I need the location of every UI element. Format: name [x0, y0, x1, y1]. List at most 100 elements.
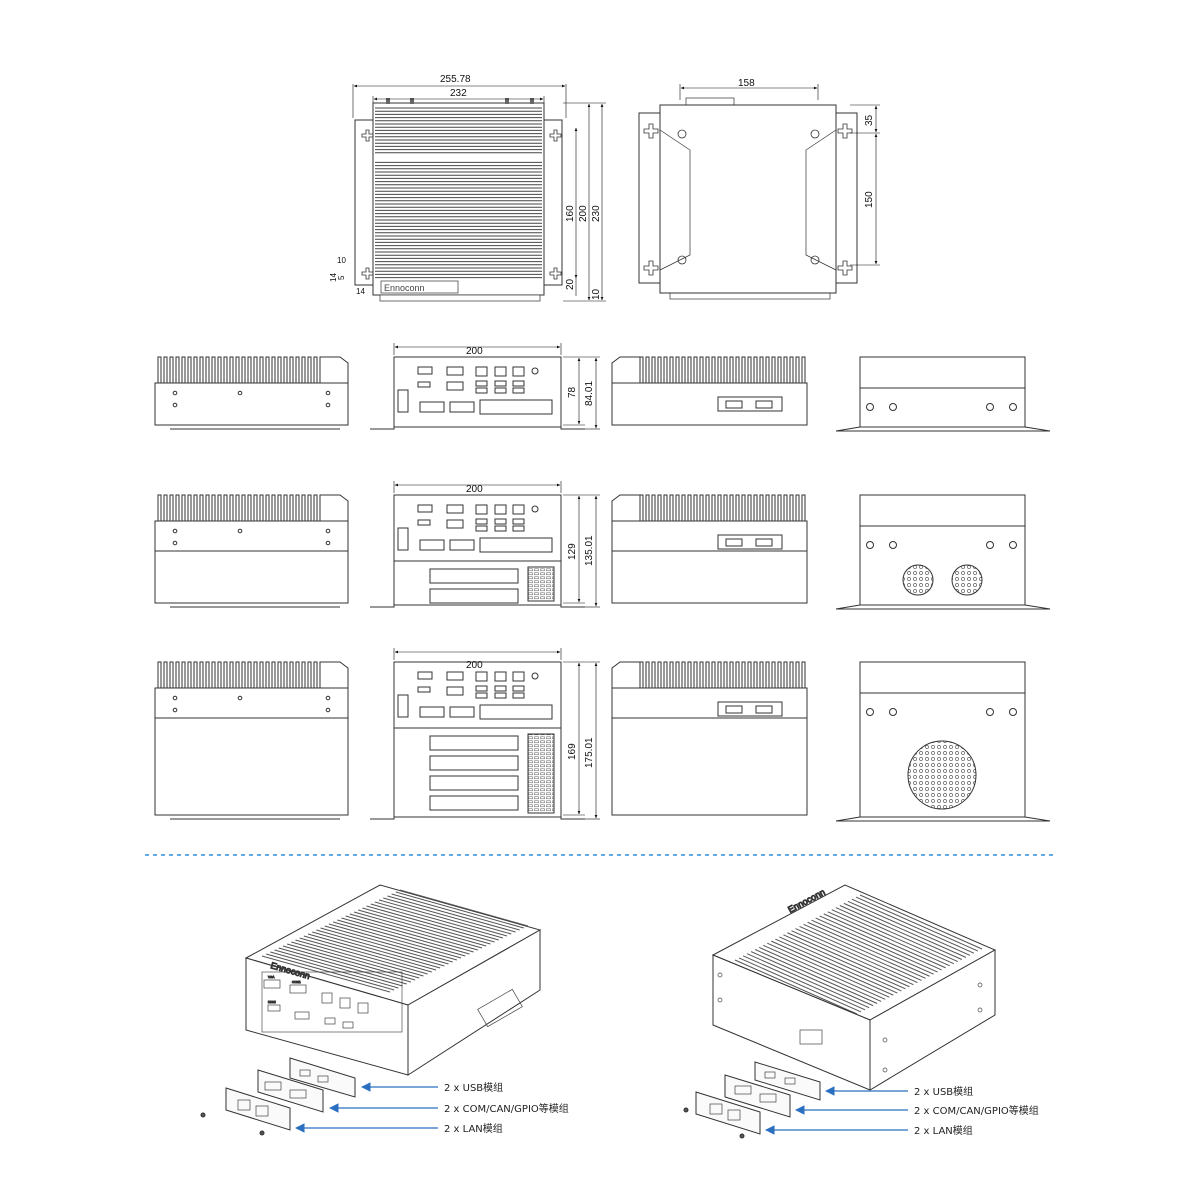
callout-left-usb: 2 x USB模组 — [361, 1081, 503, 1094]
top-view-fins: Ennoconn 255.78 232 160 — [329, 74, 606, 302]
front-view — [370, 356, 585, 430]
power-button-icon — [531, 672, 539, 680]
usb-port-icon — [494, 692, 507, 699]
expansion-module-icon — [479, 399, 553, 415]
antenna-port-icon — [889, 541, 897, 549]
usb-port-icon — [512, 380, 525, 387]
vga-port-icon — [417, 671, 433, 680]
hdmi-port-icon — [417, 519, 431, 526]
com2-port-icon — [446, 519, 464, 529]
dim-slot-14a: 14 — [329, 273, 338, 282]
front-dimensions — [393, 648, 600, 820]
vga-port-icon — [417, 366, 433, 375]
db9-port-icon — [449, 401, 475, 413]
terminal-block-icon — [397, 527, 409, 551]
dim-255-78: 255.78 — [440, 74, 471, 85]
screw-hole-icon — [325, 528, 331, 534]
db9-port-icon — [419, 706, 445, 718]
row-2 — [154, 481, 1051, 610]
port-hdmi-label: HDMI — [268, 1000, 276, 1004]
antenna-connectors — [386, 98, 534, 104]
com2-port-icon — [446, 381, 464, 391]
lan-port-icon — [475, 671, 488, 682]
com1-port-icon — [446, 504, 464, 514]
screw-hole-icon — [325, 402, 331, 408]
pcie-slot-icon — [429, 568, 519, 584]
usb-port-icon — [494, 525, 507, 532]
dim-200: 200 — [578, 205, 589, 222]
vent-grille-icon — [527, 566, 555, 602]
svg-text:2 x LAN模组: 2 x LAN模组 — [444, 1122, 503, 1135]
pcie-slot-icon — [429, 795, 519, 811]
screw-hole-icon — [172, 402, 178, 408]
usb-port-icon — [512, 692, 525, 699]
lan-port-icon — [494, 366, 507, 377]
usb-port-icon — [494, 380, 507, 387]
db9-port-icon — [755, 538, 773, 547]
bottom-view — [638, 84, 880, 300]
db9-port-icon — [755, 400, 773, 409]
dim-158: 158 — [738, 78, 755, 89]
pcie-slot-icon — [429, 735, 519, 751]
vent-grille-icon — [527, 733, 555, 814]
terminal-block-icon — [397, 389, 409, 413]
usb-port-icon — [475, 685, 488, 692]
svg-text:2 x USB模组: 2 x USB模组 — [444, 1081, 503, 1094]
rear-view — [835, 661, 1051, 822]
pcie-slot-icon — [429, 588, 519, 604]
lan-port-icon — [494, 671, 507, 682]
screw-hole-icon — [325, 390, 331, 396]
mount-hole-icon — [643, 123, 853, 276]
usb-port-icon — [494, 387, 507, 394]
dim-150: 150 — [864, 191, 875, 208]
row2-height-outer: 135.01 — [584, 535, 595, 566]
row3-width: 200 — [466, 660, 483, 671]
lan-port-icon — [512, 366, 525, 377]
lan-port-icon — [494, 504, 507, 515]
front-view — [370, 494, 585, 608]
side-io-module-icon — [717, 534, 783, 550]
hdmi-port-icon — [417, 381, 431, 388]
front-dimensions — [393, 481, 600, 608]
rear-view — [835, 494, 1051, 610]
db9-port-icon — [449, 706, 475, 718]
brand-label: Ennoconn — [384, 283, 425, 293]
port-com1-label: COM1 — [292, 980, 301, 984]
dim-232: 232 — [450, 88, 467, 99]
port-icons — [263, 979, 523, 1029]
side-view-left — [154, 661, 349, 820]
side-view-right — [611, 356, 808, 426]
port-vga-label: VGA — [268, 975, 274, 979]
fan-icon — [907, 740, 977, 810]
usb-port-icon — [475, 518, 488, 525]
side-io-module-icon — [717, 396, 783, 412]
dim-slot-14b: 14 — [356, 287, 365, 296]
mount-hole-icon — [717, 972, 983, 1073]
screw-hole-icon — [172, 528, 178, 534]
usb-port-icon — [512, 518, 525, 525]
callout-left-lan: 2 x LAN模组 — [295, 1122, 503, 1135]
row1-height-outer: 84.01 — [584, 381, 595, 406]
antenna-port-icon — [986, 708, 994, 716]
dim-20: 20 — [565, 278, 576, 290]
usb-port-icon — [512, 525, 525, 532]
antenna-port-icon — [889, 708, 897, 716]
vga-port-icon — [417, 504, 433, 513]
row3-height-inner: 169 — [567, 743, 578, 760]
antenna-port-icon — [866, 541, 874, 549]
screw-hole-icon — [325, 707, 331, 713]
screw-icon — [683, 1107, 745, 1139]
usb-port-icon — [494, 518, 507, 525]
screw-hole-icon — [325, 540, 331, 546]
usb-port-icon — [512, 685, 525, 692]
expansion-module-icon — [479, 537, 553, 553]
screw-hole-icon — [172, 390, 178, 396]
dim-slot-10: 10 — [337, 256, 346, 265]
usb-port-icon — [494, 685, 507, 692]
usb-port-icon — [512, 387, 525, 394]
db9-port-icon — [419, 401, 445, 413]
svg-text:2 x COM/CAN/GPIO等模组: 2 x COM/CAN/GPIO等模组 — [444, 1102, 569, 1115]
svg-text:2 x COM/CAN/GPIO等模组: 2 x COM/CAN/GPIO等模组 — [914, 1104, 1039, 1117]
row-3 — [154, 648, 1051, 822]
